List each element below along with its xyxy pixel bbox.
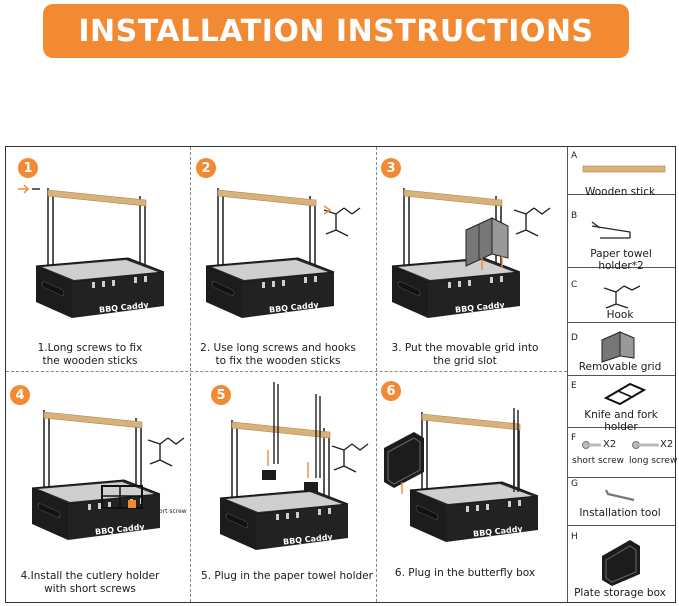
divider [190,147,191,602]
part-letter: D [571,333,578,343]
grid-icon [465,217,509,270]
part-letter: F [571,433,577,443]
part-letter: E [571,381,577,391]
divider [568,267,675,268]
short-screw-label: short screw [572,456,625,466]
step-badge: 2 [196,158,216,178]
short-screw-icon [582,441,601,449]
step-badge: 1 [18,158,38,178]
step-caption: 5. Plug in the paper towel holder [201,570,373,582]
short-screw-annotation: short screw [152,508,187,515]
paper-towel-holder-icon [262,382,321,492]
part-name: Paper towel holder*2 [590,248,652,272]
hook-icon [323,205,361,237]
part-letter: G [571,479,578,489]
divider [568,322,675,323]
hook-icon [603,285,641,309]
divider [568,194,675,195]
divider [568,477,675,478]
part-name: Hook [606,309,634,321]
divider [568,375,675,376]
grid-icon [601,331,635,363]
step-caption: 6. Plug in the butterfly box [394,567,536,579]
step-badge: 3 [381,158,401,178]
step-badge: 4 [10,385,30,405]
hook-icon [331,443,369,473]
part-letter: C [571,280,578,290]
arrow-icon [18,184,40,194]
step-badge: 5 [211,385,231,405]
divider [568,525,675,526]
part-name: Installation tool [579,507,661,519]
paper-towel-holder-icon [513,408,519,492]
knife-fork-holder-icon [603,382,647,406]
long-screw-qty: X2 [660,439,674,450]
divider [567,147,568,602]
part-letter: B [571,211,578,221]
part-name: Plate storage box [574,587,666,599]
divider [6,371,567,372]
part-letter: A [571,151,578,161]
title-banner: INSTALLATION INSTRUCTIONS [43,4,629,58]
short-screw-qty: X2 [603,439,617,450]
plate-storage-box-icon [384,432,424,494]
divider [376,147,377,602]
divider [568,427,675,428]
part-letter: H [571,532,578,542]
paper-towel-holder-icon [591,221,631,239]
instructions-grid [5,146,676,603]
hook-icon [147,437,185,467]
page-title: INSTALLATION INSTRUCTIONS [78,13,594,49]
plate-storage-box-icon [602,540,640,586]
long-screw-icon [632,441,659,449]
hex-key-icon [605,489,635,502]
part-name: Knife and fork holder [584,409,658,433]
cutlery-holder-icon [101,485,143,509]
part-name: Removable grid [578,361,662,373]
long-screw-label: long screw [629,456,678,466]
wooden-stick-icon [582,165,666,173]
hook-icon [513,207,551,237]
step-badge: 6 [381,381,401,401]
part-name: Wooden stick [584,186,656,198]
